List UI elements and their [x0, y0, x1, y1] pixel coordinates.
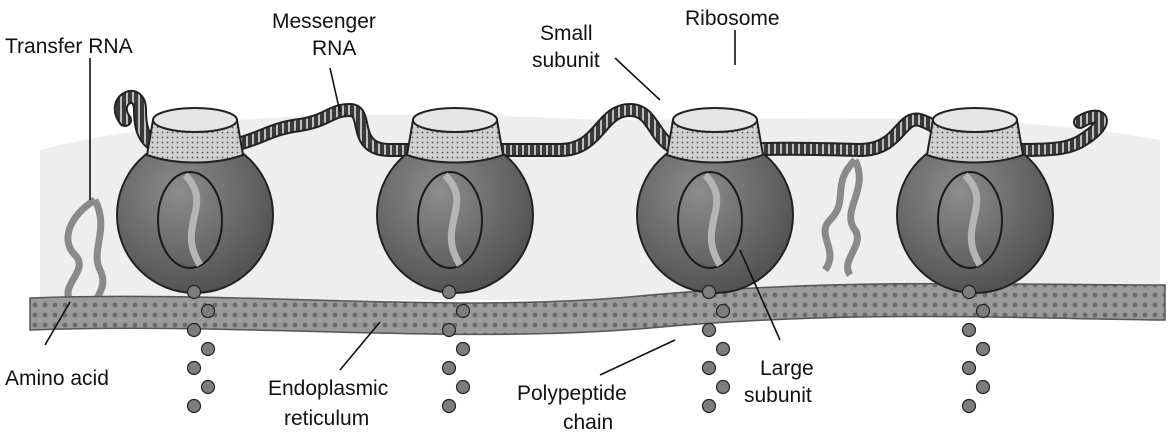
amino-acid-bead: [703, 362, 716, 375]
amino-acid-bead: [977, 381, 990, 394]
amino-acid-bead: [717, 381, 730, 394]
amino-acid-bead: [963, 400, 976, 413]
amino-acid-bead: [703, 400, 716, 413]
amino-acid-bead: [977, 305, 990, 318]
amino-acid-bead: [963, 324, 976, 337]
leader-polypeptide-chain: [600, 340, 675, 375]
amino-acid-bead: [188, 362, 201, 375]
amino-acid-bead: [703, 324, 716, 337]
amino-acid-bead: [457, 305, 470, 318]
amino-acid-bead: [457, 343, 470, 356]
amino-acid-bead: [202, 381, 215, 394]
large-subunit-label-line1: Large: [760, 357, 814, 380]
polypeptide-chain-label-line1: Polypeptide: [517, 382, 627, 405]
amino-acid-bead: [703, 286, 716, 299]
amino-acid-bead: [717, 343, 730, 356]
amino-acid-bead: [457, 381, 470, 394]
ribosome-label: Ribosome: [685, 7, 780, 30]
small-subunit-top-1: [153, 108, 237, 132]
endoplasmic-reticulum-label-line2: reticulum: [284, 407, 369, 430]
amino-acid-bead: [963, 362, 976, 375]
amino-acid-bead: [202, 343, 215, 356]
amino-acid-bead: [188, 400, 201, 413]
amino-acid-bead: [443, 324, 456, 337]
small-subunit-label-line2: subunit: [532, 49, 600, 72]
amino-acid-bead: [977, 343, 990, 356]
small-subunit-top-2: [413, 108, 497, 132]
amino-acid-bead: [202, 305, 215, 318]
messenger-rna-label-line2: RNA: [312, 37, 356, 60]
amino-acid-bead: [188, 286, 201, 299]
messenger-rna-label-line1: Messenger: [272, 10, 376, 33]
amino-acid-bead: [717, 305, 730, 318]
amino-acid-bead: [443, 400, 456, 413]
small-subunit-top-4: [933, 108, 1017, 132]
amino-acid-label: Amino acid: [5, 367, 109, 390]
transfer-rna-label: Transfer RNA: [5, 35, 133, 58]
large-subunit-label-line2: subunit: [744, 384, 812, 407]
amino-acid-bead: [443, 362, 456, 375]
amino-acid-bead: [443, 286, 456, 299]
small-subunit-top-3: [673, 108, 757, 132]
leader-small-subunit: [615, 58, 660, 100]
amino-acid-bead: [963, 286, 976, 299]
small-subunit-label-line1: Small: [540, 22, 593, 45]
polypeptide-chain-label-line2: chain: [563, 411, 613, 434]
amino-acid-bead: [188, 324, 201, 337]
endoplasmic-reticulum-label-line1: Endoplasmic: [268, 377, 388, 400]
